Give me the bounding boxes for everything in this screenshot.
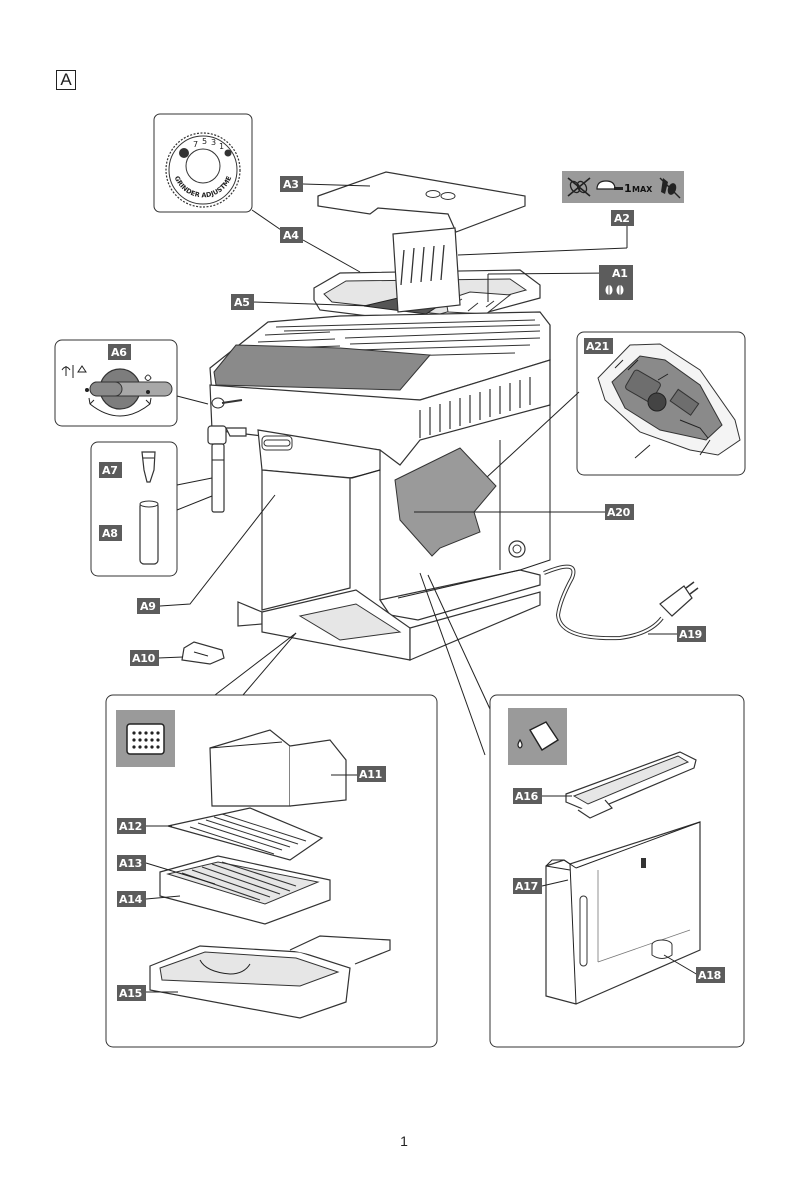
label-a16: A16 (513, 788, 542, 804)
label-a2: A2 (611, 210, 634, 226)
lid (318, 172, 525, 232)
icon-strip: 1 MAX (562, 171, 684, 203)
svg-text:A5: A5 (234, 296, 250, 309)
water-tank-panel (490, 695, 744, 1047)
dial-number-1: 1 (219, 142, 224, 151)
grinder-dial-inset: 7 5 3 1 GRINDER ADJUSTMENT (0, 0, 252, 212)
svg-text:A17: A17 (515, 880, 538, 893)
label-a4: A4 (280, 227, 303, 243)
svg-text:A3: A3 (283, 178, 299, 191)
svg-text:A16: A16 (515, 790, 539, 803)
svg-text:A2: A2 (614, 212, 630, 225)
svg-text:A10: A10 (132, 652, 156, 665)
svg-text:A4: A4 (283, 229, 299, 242)
drip-tray-panel (106, 695, 437, 1047)
label-a7: A7 (99, 462, 122, 478)
label-a12: A12 (117, 818, 146, 834)
label-a18: A18 (696, 967, 725, 983)
svg-text:A15: A15 (119, 987, 142, 1000)
page-number: 1 (0, 1133, 808, 1149)
coarse-bean-icon (179, 148, 189, 158)
label-a6: A6 (108, 344, 131, 360)
label-a11: A11 (357, 766, 386, 782)
svg-text:A9: A9 (140, 600, 156, 613)
svg-text:A13: A13 (119, 857, 142, 870)
svg-text:A20: A20 (607, 506, 631, 519)
svg-text:A6: A6 (111, 346, 127, 359)
label-a15: A15 (117, 985, 146, 1001)
dial-number-3: 3 (211, 138, 216, 147)
label-a8: A8 (99, 525, 122, 541)
fine-bean-icon (225, 150, 232, 157)
label-a5: A5 (231, 294, 254, 310)
steam-wand (208, 426, 246, 512)
svg-text:A8: A8 (102, 527, 118, 540)
svg-text:A1: A1 (612, 267, 628, 280)
label-a14: A14 (117, 891, 146, 907)
max-label: MAX (632, 185, 653, 194)
label-a9: A9 (137, 598, 160, 614)
coffee-machine-body (210, 228, 550, 660)
svg-text:A11: A11 (359, 768, 382, 781)
label-a19: A19 (677, 626, 706, 642)
svg-text:A12: A12 (119, 820, 142, 833)
label-a21: A21 (584, 338, 613, 354)
dial-number-5: 5 (202, 137, 207, 146)
label-a13: A13 (117, 855, 146, 871)
label-a3: A3 (280, 176, 303, 192)
power-cord (544, 567, 698, 639)
dial-number-7: 7 (193, 140, 198, 149)
label-a20: A20 (605, 504, 634, 520)
svg-text:A14: A14 (119, 893, 143, 906)
label-a17: A17 (513, 878, 542, 894)
svg-text:A18: A18 (698, 969, 721, 982)
svg-text:A7: A7 (102, 464, 118, 477)
cleaning-tool (182, 642, 224, 664)
svg-text:A19: A19 (679, 628, 702, 641)
label-a1: A1 (599, 265, 633, 300)
label-a10: A10 (130, 650, 159, 666)
svg-text:A21: A21 (586, 340, 609, 353)
measure-label: 1 (624, 182, 632, 195)
